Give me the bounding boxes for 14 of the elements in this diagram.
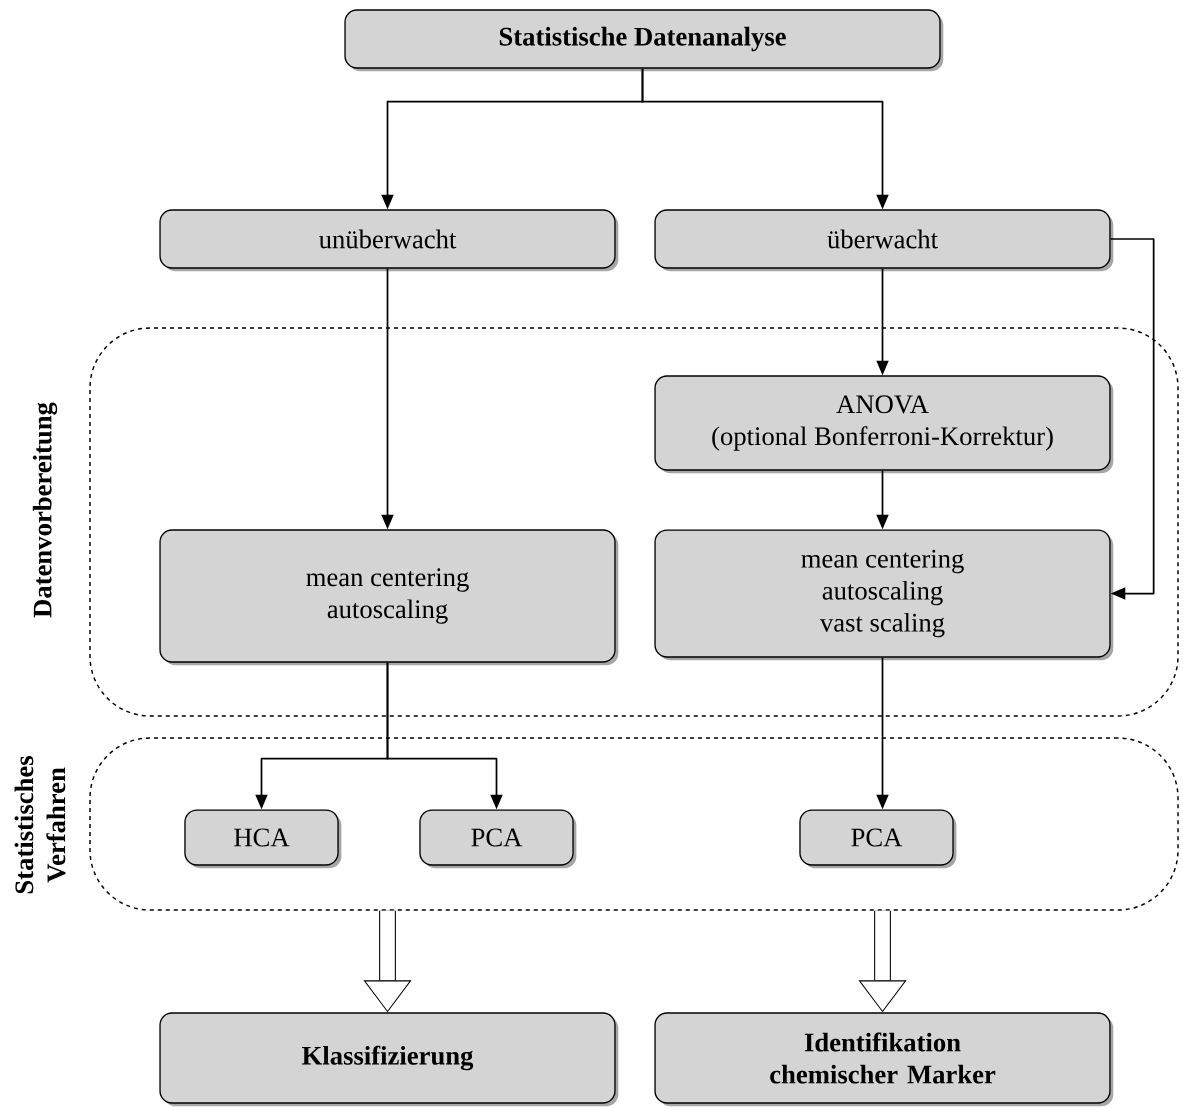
section-label: Statistisches Verfahren <box>14 756 66 894</box>
process-box: Identifikation chemischer Marker <box>654 1012 1114 1107</box>
process-box: überwacht <box>654 209 1114 272</box>
process-box: HCA <box>184 809 342 869</box>
process-box: ANOVA (optional Bonferroni-Korrektur) <box>654 375 1114 474</box>
process-box: Statistische Datenanalyse <box>344 9 944 72</box>
process-box: PCA <box>799 809 957 869</box>
process-box: Klassifizierung <box>159 1012 619 1107</box>
arrow <box>1109 238 1155 600</box>
process-box: mean centering autoscaling vast scaling <box>654 529 1114 661</box>
process-box: mean centering autoscaling <box>159 529 619 666</box>
section-label: Datenvorbereitung <box>32 402 58 618</box>
process-box: PCA <box>419 809 577 869</box>
process-box: unüberwacht <box>159 209 619 272</box>
